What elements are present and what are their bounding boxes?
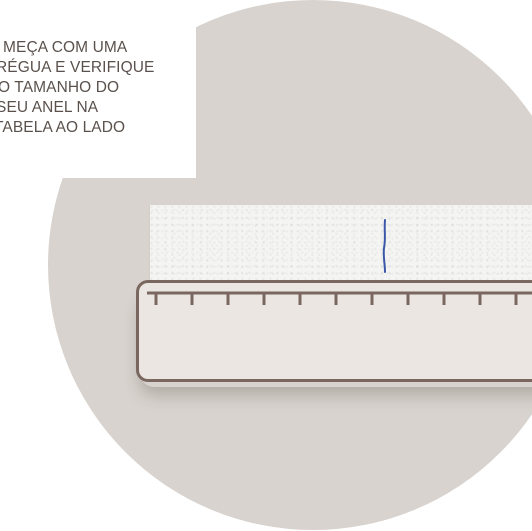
instruction-line: MEÇA COM UMA <box>3 39 128 56</box>
paper-strip <box>150 205 532 283</box>
instruction-line: RÉGUA E VERIFIQUE <box>0 59 155 76</box>
ruler-ticks <box>147 291 532 305</box>
instruction-line: O TAMANHO DO <box>0 79 120 96</box>
ruler <box>136 280 532 382</box>
instruction-line: TABELA AO LADO <box>0 119 126 136</box>
instruction-note: MEÇA COM UMA RÉGUA E VERIFIQUE O TAMANHO… <box>0 16 196 178</box>
pen-mark-icon <box>382 219 386 273</box>
instruction-line: SEU ANEL NA <box>0 99 99 116</box>
